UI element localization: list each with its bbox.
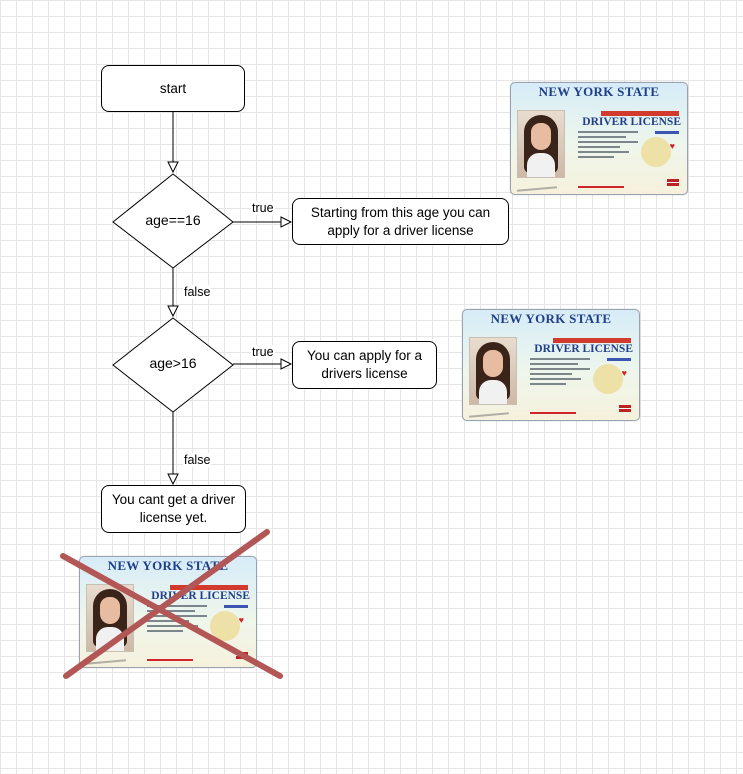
result-age-gt-16-label: You can apply for a drivers license bbox=[306, 348, 423, 381]
result-age-16-node[interactable]: Starting from this age you can apply for… bbox=[292, 198, 509, 245]
start-node-label: start bbox=[159, 80, 187, 96]
result-age-16-label: Starting from this age you can apply for… bbox=[310, 204, 491, 238]
license-card-image[interactable]: NEW YORK STATE DRIVER LICENSE ♥ bbox=[510, 82, 688, 195]
card-state-text: NEW YORK STATE bbox=[490, 311, 612, 326]
card-seal-icon bbox=[210, 611, 240, 641]
card-signature bbox=[85, 659, 127, 665]
card-red-line bbox=[530, 412, 576, 414]
start-node[interactable]: start bbox=[101, 65, 245, 112]
decision-age-16-label: age==16 bbox=[145, 212, 201, 228]
decision-age-gt-16-shape bbox=[112, 317, 234, 413]
card-signature bbox=[468, 412, 510, 418]
card-title-text: DRIVER LICENSE bbox=[151, 590, 250, 602]
heart-icon: ♥ bbox=[238, 615, 244, 625]
flag-icon bbox=[236, 652, 248, 659]
card-state-text: NEW YORK STATE bbox=[107, 558, 229, 573]
card-class-mark bbox=[655, 131, 679, 134]
card-photo bbox=[469, 337, 517, 405]
card-seal-icon bbox=[641, 137, 671, 167]
decision-age-16-shape bbox=[112, 173, 234, 269]
edge-label-true-1: true bbox=[251, 201, 275, 215]
edge-label-false-2: false bbox=[183, 453, 212, 467]
result-age-gt-16-node[interactable]: You can apply for a drivers license bbox=[292, 341, 437, 389]
card-photo bbox=[517, 110, 565, 178]
card-red-line bbox=[147, 659, 193, 661]
card-title-text: DRIVER LICENSE bbox=[534, 343, 633, 355]
flag-icon bbox=[667, 179, 679, 186]
result-too-young-label: You cant get a driver license yet. bbox=[111, 492, 236, 525]
card-red-line bbox=[578, 186, 624, 188]
heart-icon: ♥ bbox=[669, 141, 675, 151]
card-seal-icon bbox=[593, 364, 623, 394]
edge-label-false-1: false bbox=[183, 285, 212, 299]
decision-age-gt-16-label: age>16 bbox=[149, 355, 197, 371]
heart-icon: ♥ bbox=[621, 368, 627, 378]
card-detail-lines bbox=[530, 358, 590, 388]
card-signature bbox=[516, 186, 558, 192]
card-detail-lines bbox=[147, 605, 207, 635]
card-detail-lines bbox=[578, 131, 638, 161]
card-enhanced-band bbox=[553, 338, 631, 343]
edge-label-true-2: true bbox=[251, 345, 275, 359]
card-state-text: NEW YORK STATE bbox=[538, 84, 660, 99]
card-title-text: DRIVER LICENSE bbox=[582, 116, 681, 128]
card-class-mark bbox=[607, 358, 631, 361]
card-photo bbox=[86, 584, 134, 652]
license-card-image[interactable]: NEW YORK STATE DRIVER LICENSE ♥ bbox=[462, 309, 640, 421]
card-class-mark bbox=[224, 605, 248, 608]
result-too-young-node[interactable]: You cant get a driver license yet. bbox=[101, 485, 246, 533]
license-card-image[interactable]: NEW YORK STATE DRIVER LICENSE ♥ bbox=[79, 556, 257, 668]
card-enhanced-band bbox=[601, 111, 679, 116]
flag-icon bbox=[619, 405, 631, 412]
